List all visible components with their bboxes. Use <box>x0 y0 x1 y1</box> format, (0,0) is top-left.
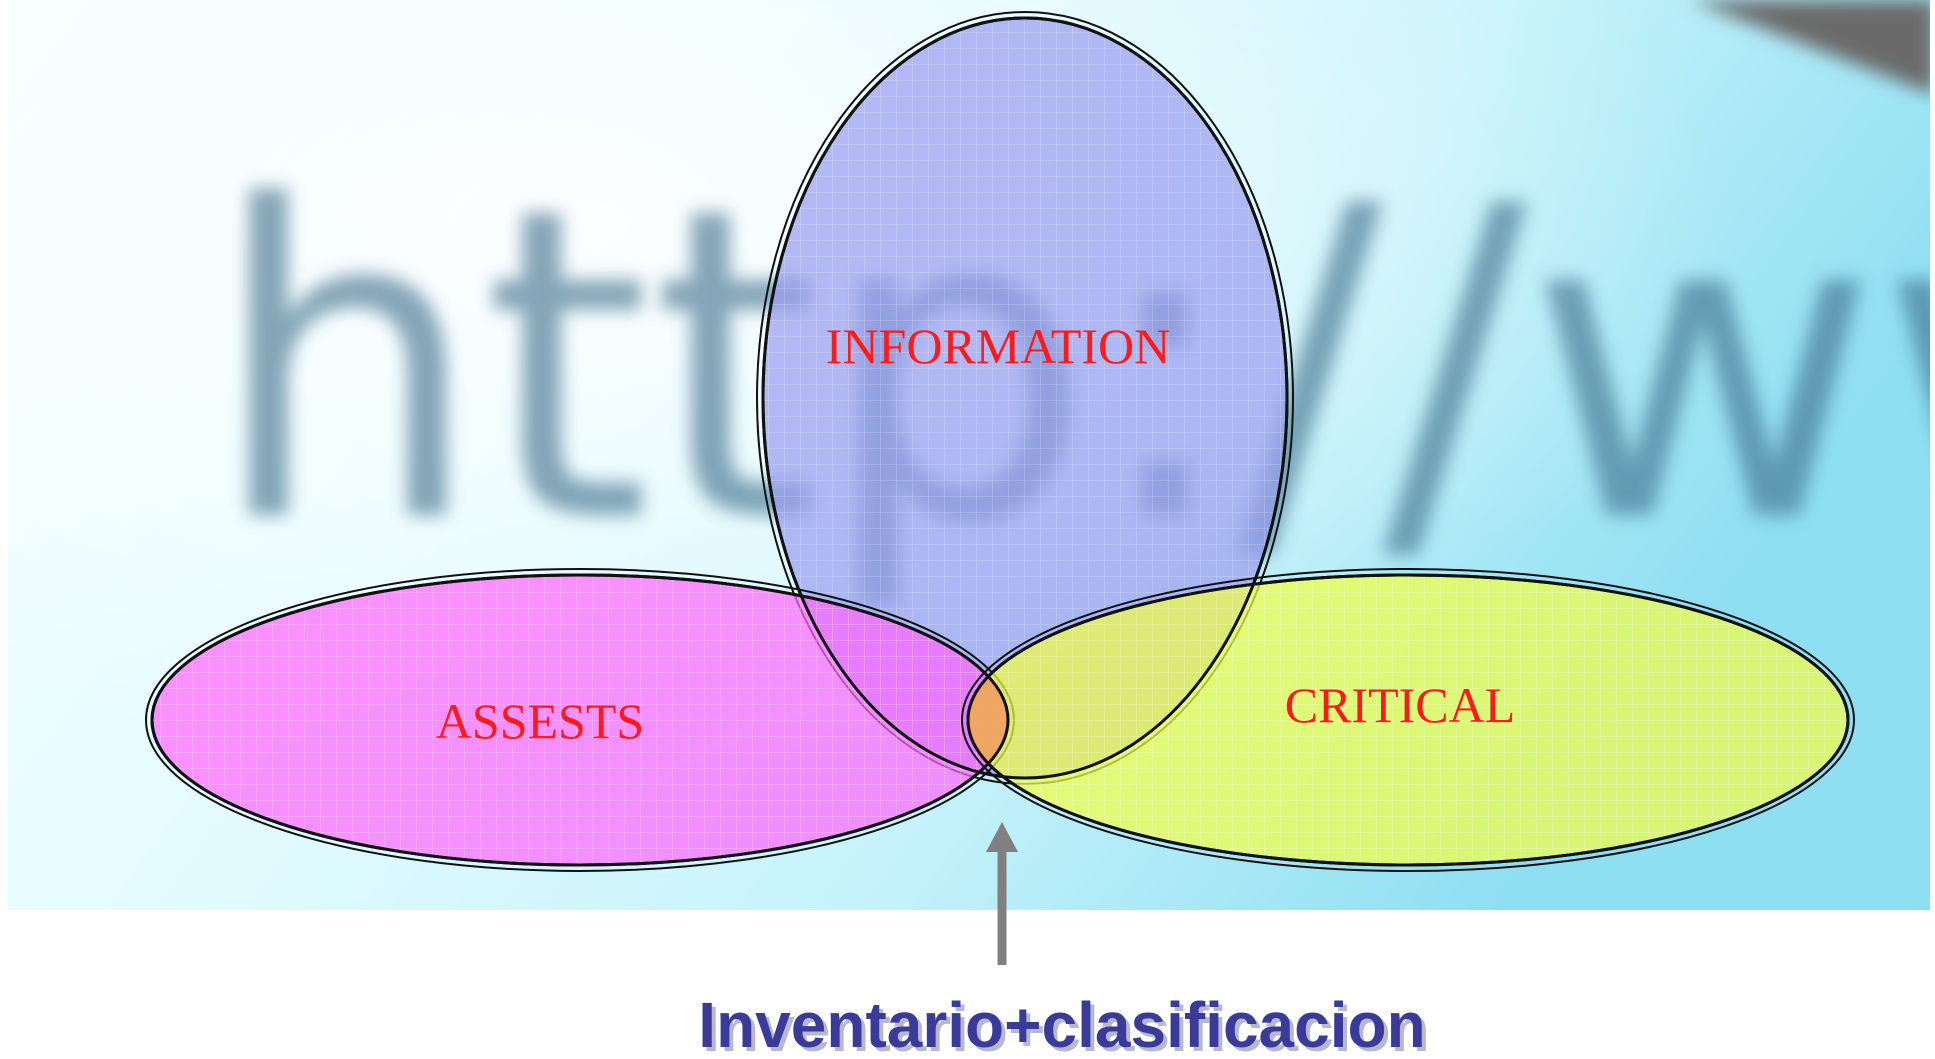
set-information <box>756 11 1294 785</box>
set-assets <box>145 568 1015 872</box>
outlines-overlay <box>150 16 1850 867</box>
caption: Inventario+clasificacion <box>698 989 1425 1059</box>
label-critical: CRITICAL <box>1285 677 1516 733</box>
caption-shadow: Inventario+clasificacion <box>702 993 1429 1059</box>
set-critical <box>961 568 1855 872</box>
label-information: INFORMATION <box>826 318 1170 374</box>
label-assets: ASSESTS <box>436 693 644 749</box>
arrow-up-icon <box>986 822 1018 965</box>
corner-shadow <box>1690 0 1930 94</box>
